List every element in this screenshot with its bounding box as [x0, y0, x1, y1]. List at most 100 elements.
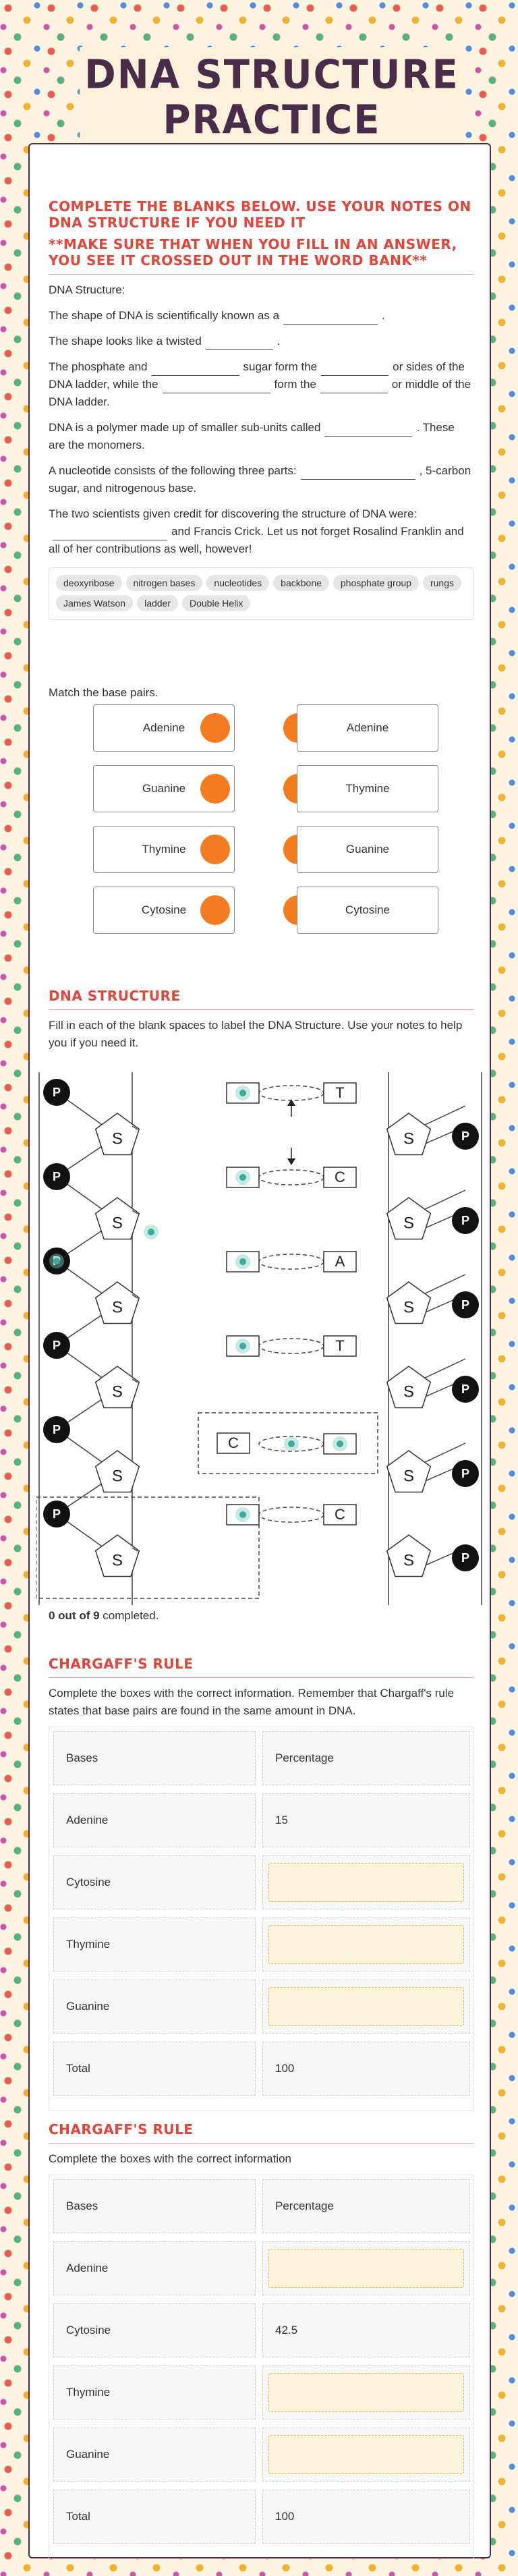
drop-target-icon[interactable]: [288, 1440, 295, 1447]
phosphate-label: P: [461, 1467, 469, 1480]
hydrogen-bond: [258, 1507, 324, 1523]
phosphate-circle: [43, 1416, 70, 1443]
sugar-label: S: [403, 1298, 414, 1316]
word-bank-chip[interactable]: James Watson: [56, 595, 134, 611]
percentage-input-field[interactable]: [268, 2435, 464, 2474]
percentage-input[interactable]: [262, 1980, 470, 2034]
base-box: [217, 1432, 250, 1454]
phosphate-label: P: [53, 1507, 61, 1521]
blank-input[interactable]: [283, 312, 378, 325]
match-right-item[interactable]: Adenine: [297, 704, 438, 752]
arrow-up-icon: [287, 1099, 295, 1106]
drop-target-icon[interactable]: [239, 1258, 246, 1265]
phosphate-label: P: [461, 1214, 469, 1227]
drop-target-icon[interactable]: [239, 1174, 246, 1181]
table-cell-base: Total: [53, 2490, 256, 2544]
drop-target-icon[interactable]: [148, 1229, 154, 1235]
diagram-section: DNA Structure Fill in each of the blank …: [49, 988, 473, 1052]
percentage-input[interactable]: [262, 2365, 470, 2419]
match-right-item[interactable]: Thymine: [297, 765, 438, 812]
sugar-label: S: [403, 1551, 414, 1569]
table-cell-percentage: Percentage: [262, 2179, 470, 2233]
match-instruction: Match the base pairs.: [49, 686, 159, 699]
question-text: .: [277, 335, 281, 347]
word-bank-chip[interactable]: deoxyribose: [56, 575, 122, 591]
match-left-dot[interactable]: [200, 895, 230, 925]
hydrogen-bond: [258, 1085, 324, 1101]
hydrogen-bond: [258, 1254, 324, 1270]
match-right-item[interactable]: Guanine: [297, 826, 438, 873]
percentage-input-field[interactable]: [268, 1925, 464, 1964]
chargaff-section-2: Chargaff's Rule Complete the boxes with …: [49, 2121, 473, 2559]
question-6: The two scientists given credit for disc…: [49, 505, 473, 558]
percentage-input-field[interactable]: [268, 2249, 464, 2288]
blank-input[interactable]: [162, 381, 270, 393]
base-letter: C: [335, 1169, 345, 1185]
backbone-line: [422, 1189, 466, 1211]
diagram-heading: DNA Structure: [49, 988, 181, 1004]
sugar-label: S: [112, 1129, 123, 1148]
blank-input[interactable]: [53, 528, 167, 540]
word-bank-chip[interactable]: rungs: [422, 575, 462, 591]
match-left-item[interactable]: Guanine: [93, 765, 235, 812]
percentage-input[interactable]: [262, 2241, 470, 2295]
sugar-pentagon: [386, 1450, 432, 1493]
match-left-dot[interactable]: [200, 713, 230, 743]
drop-target-icon[interactable]: [239, 1343, 246, 1349]
hydrogen-bond: [258, 1338, 324, 1354]
blank-input[interactable]: [324, 424, 413, 437]
drop-target-icon[interactable]: [239, 1511, 246, 1518]
dna-content: PSSPPSSPPSSPPSSPPSSPPSSPTCATCC: [36, 1079, 479, 1599]
word-bank-chip[interactable]: ladder: [137, 595, 178, 611]
sugar-pentagon: [386, 1197, 432, 1240]
drop-target-icon[interactable]: [337, 1440, 343, 1447]
word-bank-chip[interactable]: nitrogen bases: [125, 575, 203, 591]
word-bank-chip[interactable]: phosphate group: [333, 575, 419, 591]
blank-input[interactable]: [320, 381, 388, 393]
blank-input[interactable]: [151, 364, 239, 376]
question-text: The shape of DNA is scientifically known…: [49, 309, 280, 322]
percentage-input-field[interactable]: [268, 1863, 464, 1902]
blank-input[interactable]: [205, 338, 273, 350]
blank-input[interactable]: [300, 468, 415, 480]
chargaff-heading: Chargaff's Rule: [49, 2121, 194, 2137]
percentage-input[interactable]: [262, 1917, 470, 1971]
percentage-input[interactable]: [262, 1855, 470, 1909]
question-text: or middle of the DNA ladder.: [49, 378, 471, 408]
label-target-box[interactable]: [36, 1496, 260, 1599]
word-bank-chip[interactable]: Double Helix: [182, 595, 251, 611]
question-text: form the: [274, 378, 316, 391]
word-bank-chip[interactable]: nucleotides: [206, 575, 270, 591]
base-letter: C: [228, 1434, 239, 1451]
percentage-input[interactable]: [262, 2428, 470, 2482]
base-box: [323, 1167, 357, 1188]
drop-target-icon[interactable]: [239, 1090, 246, 1096]
blank-input[interactable]: [321, 364, 389, 376]
phosphate-label: P: [53, 1423, 61, 1436]
backbone-line: [422, 1443, 466, 1464]
phosphate-label: P: [461, 1382, 469, 1396]
word-bank-chip[interactable]: backbone: [273, 575, 329, 591]
score-count: 0 out of 9: [49, 1609, 100, 1622]
drop-target-icon[interactable]: [53, 1258, 60, 1264]
match-left-dot[interactable]: [200, 774, 230, 804]
chargaff-heading: Chargaff's Rule: [49, 1656, 194, 1672]
percentage-input-field[interactable]: [268, 1987, 464, 2026]
phosphate-circle: [43, 1163, 70, 1190]
backbone-line: [422, 1358, 466, 1380]
table-cell-base: Adenine: [53, 1793, 256, 1847]
percentage-input-field[interactable]: [268, 2373, 464, 2412]
match-right-item[interactable]: Cytosine: [297, 887, 438, 934]
match-left-dot[interactable]: [200, 835, 230, 864]
label-target-box[interactable]: [198, 1412, 378, 1474]
phosphate-circle: [452, 1376, 479, 1403]
table-cell-base: Bases: [53, 1731, 256, 1785]
question-4: DNA is a polymer made up of smaller sub-…: [49, 419, 473, 454]
phosphate-circle: [452, 1291, 479, 1318]
phosphate-label: P: [53, 1086, 61, 1099]
